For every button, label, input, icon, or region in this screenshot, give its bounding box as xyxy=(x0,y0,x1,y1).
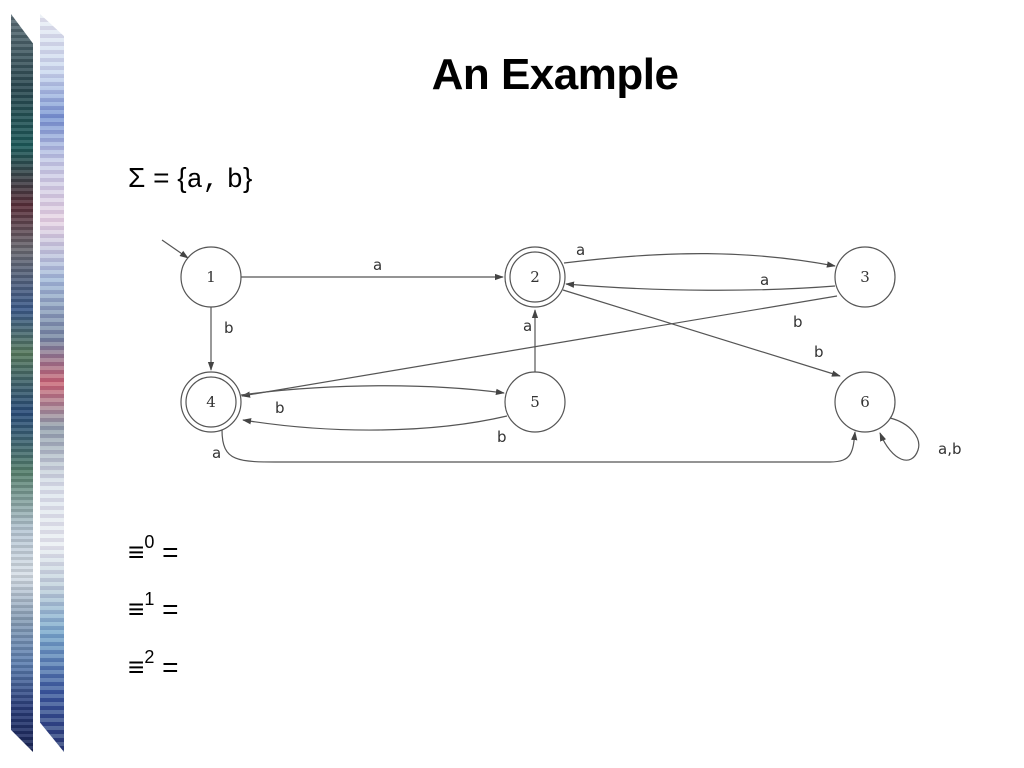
decorative-border-strip-right xyxy=(40,14,64,752)
state-label: 3 xyxy=(860,268,870,286)
state-label: 1 xyxy=(206,268,216,286)
equivalence-row-0: ≡0 = xyxy=(128,532,179,568)
alphabet-comma: , xyxy=(202,166,219,196)
state-circle xyxy=(504,371,566,433)
alphabet-open-brace: { xyxy=(177,162,187,193)
accepting-inner-circle xyxy=(185,376,237,428)
transition-arrow-3-to-2 xyxy=(565,281,836,291)
equivalence-superscript: 2 xyxy=(144,647,155,667)
transition-label-4-to-6: a xyxy=(212,444,221,462)
equivalence-symbol: ≡ xyxy=(128,536,145,568)
transition-label-1-to-2: a xyxy=(373,256,382,274)
equivalence-symbol: ≡ xyxy=(128,651,145,683)
state-2: 2 xyxy=(504,246,566,308)
transition-arrow-5-to-4 xyxy=(242,415,508,431)
transition-arrow-4-to-6 xyxy=(221,429,858,463)
transition-arrow-6-to-6 xyxy=(879,417,920,461)
alphabet-symbol-b: b xyxy=(226,166,243,196)
accepting-inner-circle xyxy=(509,251,561,303)
state-circle xyxy=(834,371,896,433)
transition-label-3-to-4: b xyxy=(793,313,803,331)
transition-label-2-to-3: a xyxy=(576,241,585,259)
state-1: 1 xyxy=(180,246,242,308)
state-circle xyxy=(180,371,242,433)
state-label: 2 xyxy=(530,268,540,286)
sigma-symbol: Σ xyxy=(128,162,146,193)
slide-title: An Example xyxy=(431,50,679,99)
equivalence-row-1: ≡1 = xyxy=(128,589,179,625)
state-5: 5 xyxy=(504,371,566,433)
transition-arrow-2-to-3 xyxy=(563,252,836,268)
alphabet-equals: = xyxy=(153,162,170,193)
equivalence-superscript: 0 xyxy=(144,532,155,552)
state-label: 6 xyxy=(860,393,870,411)
transition-label-4-to-5: b xyxy=(275,399,285,417)
transition-arrow-4-to-5 xyxy=(240,385,505,396)
state-3: 3 xyxy=(834,246,896,308)
state-circle xyxy=(180,246,242,308)
alphabet-close-brace: } xyxy=(242,162,253,193)
transition-label-3-to-2: a xyxy=(760,271,769,289)
transition-arrow-2-to-6 xyxy=(562,289,841,377)
alphabet-symbol-a: a xyxy=(186,166,203,196)
state-label: 5 xyxy=(530,393,540,411)
equivalence-equals: = xyxy=(162,651,179,683)
state-label: 4 xyxy=(206,393,216,411)
decorative-border-strip-left xyxy=(11,14,33,752)
state-circle xyxy=(504,246,566,308)
state-6: 6 xyxy=(834,371,896,433)
start-arrow xyxy=(161,239,189,259)
equivalence-equals: = xyxy=(162,536,179,568)
equivalence-symbol: ≡ xyxy=(128,593,145,625)
equivalence-superscript: 1 xyxy=(144,589,155,609)
transition-label-5-to-2: a xyxy=(523,317,532,335)
transition-label-5-to-4: b xyxy=(497,428,507,446)
transition-label-6-to-6: a,b xyxy=(938,440,961,458)
state-4: 4 xyxy=(180,371,242,433)
equivalence-equals: = xyxy=(162,593,179,625)
equivalence-row-2: ≡2 = xyxy=(128,647,179,683)
transition-arrow-3-to-4 xyxy=(241,295,838,398)
transition-label-2-to-6: b xyxy=(814,343,824,361)
alphabet-definition: Σ = {a, b} xyxy=(128,162,252,196)
transition-label-1-to-4: b xyxy=(224,319,234,337)
state-circle xyxy=(834,246,896,308)
